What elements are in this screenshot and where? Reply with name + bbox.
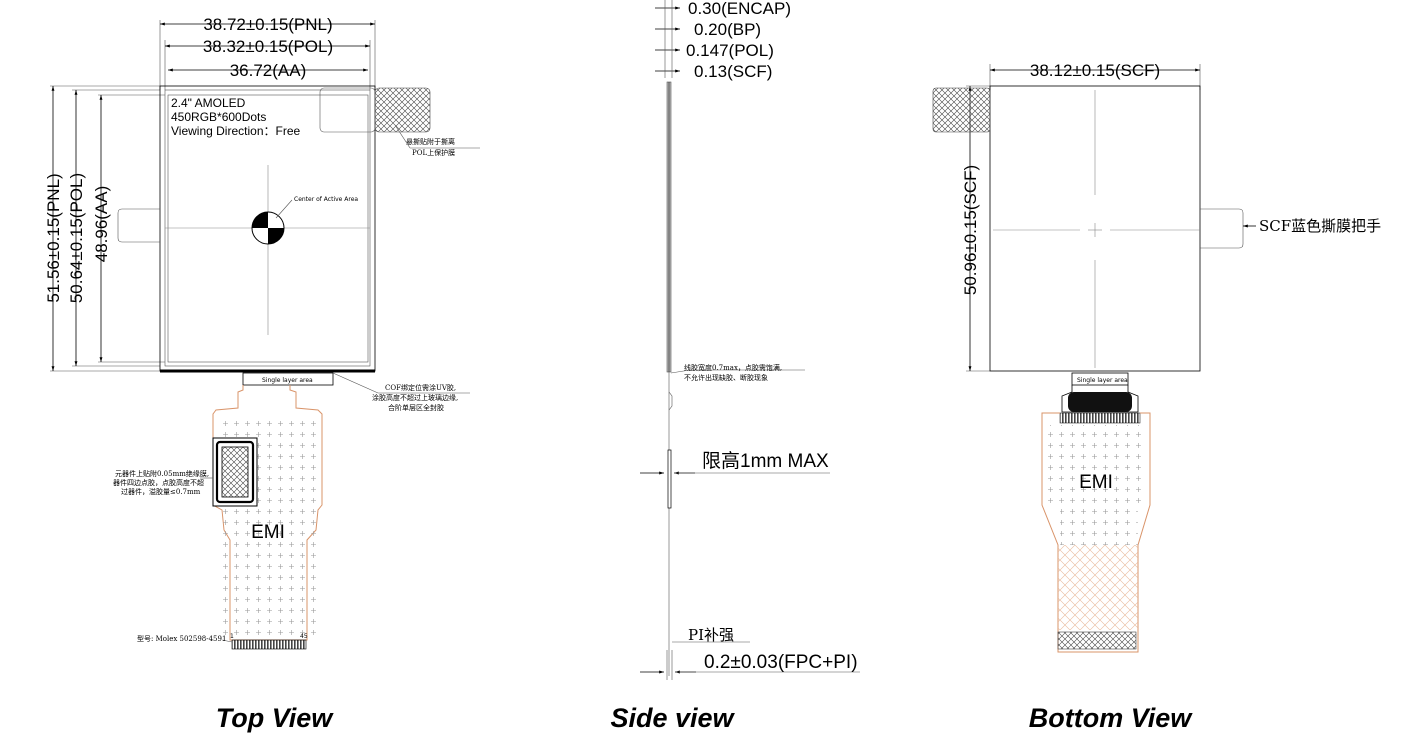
height-limit: 限高1mm MAX: [702, 450, 829, 472]
side-tab: [117, 208, 160, 243]
top-view-title: Top View: [216, 703, 335, 733]
bottom-emi-pattern: [1046, 425, 1146, 505]
pi-label: PI补强: [688, 626, 734, 644]
cof-note-line2: 涂胶高度不超过上玻璃边缘,: [372, 393, 458, 402]
bottom-view: 38.12±0.15(SCF) 50.96±0.15(SCF) SCF蓝色撕膜把…: [932, 61, 1381, 733]
top-width-dimensions: 38.72±0.15(PNL) 38.32±0.15(POL) 36.72(AA…: [159, 15, 376, 90]
bottom-single-layer-label: Single layer area: [1077, 377, 1128, 384]
top-height-dimensions: 51.56±0.15(PNL) 50.64±0.15(POL) 48.96(AA…: [44, 85, 165, 372]
spec-viewing: Viewing Direction：Free: [171, 124, 300, 138]
bottom-single-layer: [1071, 372, 1129, 386]
connector-label: 型号: Molex 502598-4591: [137, 634, 226, 643]
scf-pull-tab: [1200, 208, 1244, 249]
pol-note-line1: 悬撕贴附于撕离: [406, 137, 455, 146]
glue-note-line2: 不允许出现缺胶、断胶现象: [684, 373, 768, 382]
pin-last: 45: [300, 633, 308, 640]
pol-width-dim: 38.32±0.15(POL): [203, 37, 333, 56]
glue-note-line1: 线胶宽度0.7max，点胶需饱满,: [684, 363, 782, 372]
component-note-line2: 器件四边点胶，点胶高度不超: [113, 478, 204, 487]
top-view: 38.72±0.15(PNL) 38.32±0.15(POL) 36.72(AA…: [44, 15, 480, 733]
center-target-icon: [251, 211, 285, 245]
side-view: 0.30(ENCAP) 0.20(BP) 0.147(POL) 0.13(SCF…: [610, 0, 860, 733]
spec-resolution: 450RGB*600Dots: [171, 110, 266, 124]
bottom-view-title: Bottom View: [1029, 703, 1193, 733]
protective-film-hatch: [374, 87, 431, 133]
bottom-connector: [1059, 412, 1141, 424]
component-profile: [667, 449, 672, 509]
emi-label-bottom: EMI: [1079, 472, 1113, 493]
aa-width-dim: 36.72(AA): [230, 61, 307, 80]
component-hatch: [221, 446, 249, 498]
scf-height-dim: 50.96±0.15(SCF): [961, 165, 980, 295]
center-label: Center of Active Area: [294, 196, 358, 203]
single-layer-label: Single layer area: [262, 377, 313, 384]
side-view-title: Side view: [610, 703, 735, 733]
component-note-line3: 过器件，溢胶量≤0.7mm: [121, 487, 201, 496]
pol-thickness-dim: 0.147(POL): [686, 41, 774, 60]
cof-note-line1: COF绑定位需涂UV胶,: [385, 383, 456, 392]
scf-thickness-dim: 0.13(SCF): [694, 62, 772, 81]
pol-height-dim: 50.64±0.15(POL): [67, 173, 86, 303]
scf-outline: [989, 85, 1201, 372]
connector-pins: [231, 639, 307, 650]
stiffener-block: [1068, 392, 1132, 412]
encap-dim: 0.30(ENCAP): [688, 0, 791, 18]
scf-tab-label: SCF蓝色撕膜把手: [1259, 217, 1381, 235]
fpc-thickness-dim: 0.2±0.03(FPC+PI): [704, 652, 858, 673]
pi-stiffener-hatch: [1058, 545, 1138, 630]
protective-film-tab: [319, 87, 376, 133]
active-area-outline: [167, 94, 369, 363]
scf-width-dim: 38.12±0.15(SCF): [1030, 61, 1160, 80]
bp-dim: 0.20(BP): [694, 20, 761, 39]
component-frame: [215, 440, 255, 504]
bottom-hatch-tab: [932, 87, 991, 133]
single-layer-area: [242, 372, 334, 386]
spec-size: 2.4" AMOLED: [171, 96, 246, 110]
component-note-line1: 元器件上贴附0.05mm绝缘膜,: [115, 469, 209, 478]
pin-first: 1: [230, 633, 234, 640]
pol-note-line2: POL上保护膜: [412, 148, 455, 157]
emi-label-top: EMI: [251, 522, 285, 543]
pnl-height-dim: 51.56±0.15(PNL): [44, 173, 63, 302]
cof-note-line3: 合阶单层区全封胶: [388, 403, 444, 412]
bottom-fpc-outline: [1041, 412, 1151, 653]
aa-height-dim: 48.96(AA): [92, 186, 111, 263]
bottom-contact-pads: [1057, 631, 1137, 650]
pnl-width-dim: 38.72±0.15(PNL): [203, 15, 332, 34]
